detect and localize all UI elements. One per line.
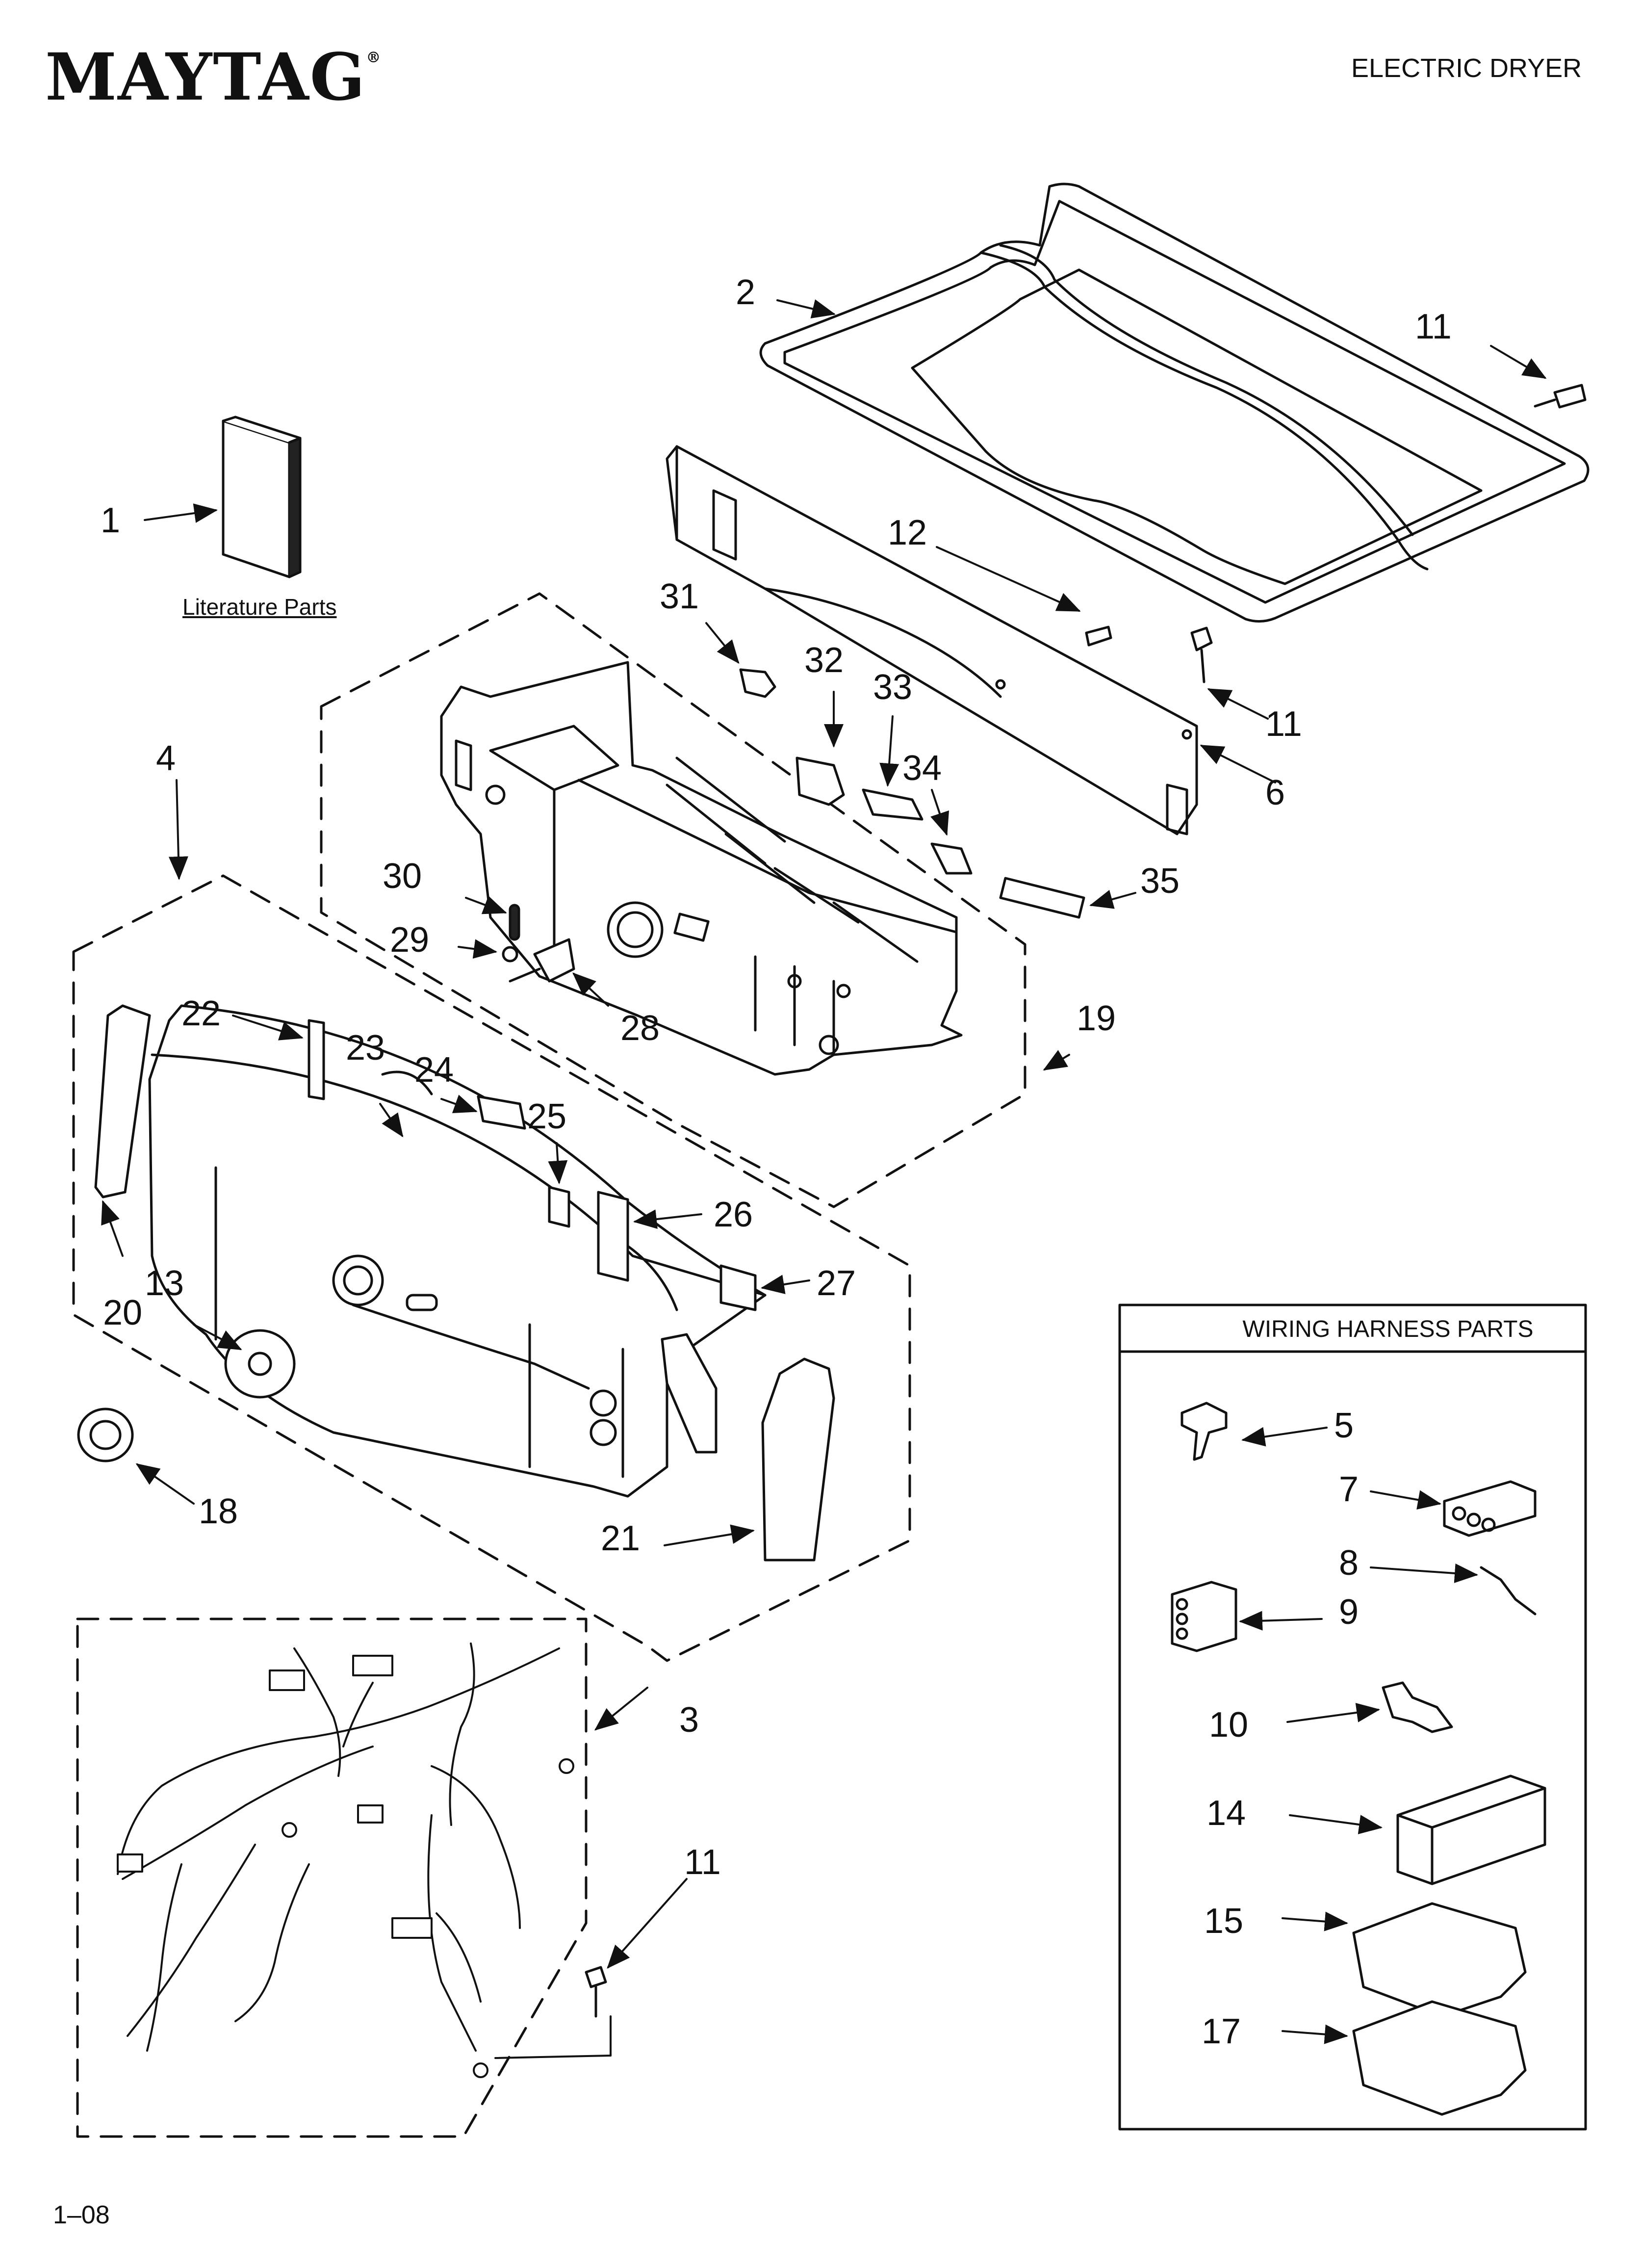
callout-15: 15 — [1204, 1902, 1243, 1941]
wiring-harness-parts-box — [1118, 1303, 1587, 2131]
top-lid — [759, 182, 1590, 623]
callout-18: 18 — [199, 1492, 238, 1531]
wiring-harness — [117, 1642, 574, 2078]
side-trim-pieces — [94, 1004, 835, 1562]
callout-11-panel: 11 — [1265, 704, 1302, 744]
wiring-harness-parts-title: WIRING HARNESS PARTS — [1242, 1316, 1534, 1342]
brand-logo: MAYTAG® — [45, 39, 382, 115]
control-panel-dashed-outline — [72, 874, 911, 1662]
console-small-parts — [666, 668, 1085, 963]
footer-page-code: 1–08 — [53, 2201, 110, 2229]
callout-7: 7 — [1339, 1470, 1359, 1509]
callout-31: 31 — [660, 577, 699, 616]
literature-parts-label: Literature Parts — [182, 594, 337, 620]
callout-9: 9 — [1339, 1592, 1359, 1632]
callout-28: 28 — [620, 1009, 660, 1048]
console-dashed-outline — [320, 592, 1026, 1208]
callout-34: 34 — [902, 749, 942, 788]
callout-2: 2 — [736, 273, 755, 312]
callout-4: 4 — [156, 739, 176, 778]
callout-21: 21 — [601, 1519, 640, 1558]
callout-6: 6 — [1265, 773, 1285, 812]
callout-10: 10 — [1209, 1705, 1248, 1745]
callout-32: 32 — [804, 641, 844, 680]
callout-30: 30 — [383, 857, 422, 896]
connector-parts — [308, 1019, 757, 1311]
callout-25: 25 — [527, 1097, 566, 1136]
callout-29: 29 — [390, 920, 429, 960]
brand-registered-mark: ® — [366, 49, 382, 66]
callout-12: 12 — [888, 513, 927, 552]
harness-dashed-outline — [76, 1617, 588, 2138]
callout-numbers: 1 2 3 4 5 6 7 8 9 10 11 11 11 12 13 14 1… — [101, 273, 1452, 2051]
wiring-parts-illustrations — [1171, 1402, 1546, 2116]
callout-22: 22 — [181, 994, 221, 1033]
document-title: ELECTRIC DRYER — [1351, 53, 1582, 83]
console-assembly — [440, 661, 963, 1076]
brand-name: MAYTAG — [45, 39, 366, 115]
switch-parts — [502, 904, 575, 983]
leader-lines — [101, 299, 1547, 2044]
control-panel — [148, 1004, 767, 1498]
callout-13: 13 — [145, 1264, 184, 1303]
console-rear-panel — [666, 445, 1198, 835]
callout-11-harness: 11 — [684, 1843, 721, 1882]
callout-19: 19 — [1077, 999, 1116, 1038]
screws — [585, 384, 1587, 2018]
knob-parts — [77, 1329, 296, 1462]
callout-23: 23 — [346, 1028, 385, 1068]
callout-17: 17 — [1202, 2012, 1241, 2051]
callout-27: 27 — [817, 1264, 856, 1303]
callout-8: 8 — [1339, 1543, 1359, 1583]
callout-14: 14 — [1206, 1794, 1246, 1833]
callout-3: 3 — [679, 1700, 699, 1740]
callout-33: 33 — [873, 668, 912, 707]
callout-5: 5 — [1334, 1406, 1354, 1445]
callout-24: 24 — [414, 1050, 454, 1090]
callout-20: 20 — [103, 1293, 142, 1332]
callout-1: 1 — [101, 501, 120, 540]
literature-booklet — [222, 416, 302, 578]
callout-11-top: 11 — [1415, 307, 1452, 346]
callout-26: 26 — [714, 1195, 753, 1234]
callout-35: 35 — [1140, 861, 1180, 901]
